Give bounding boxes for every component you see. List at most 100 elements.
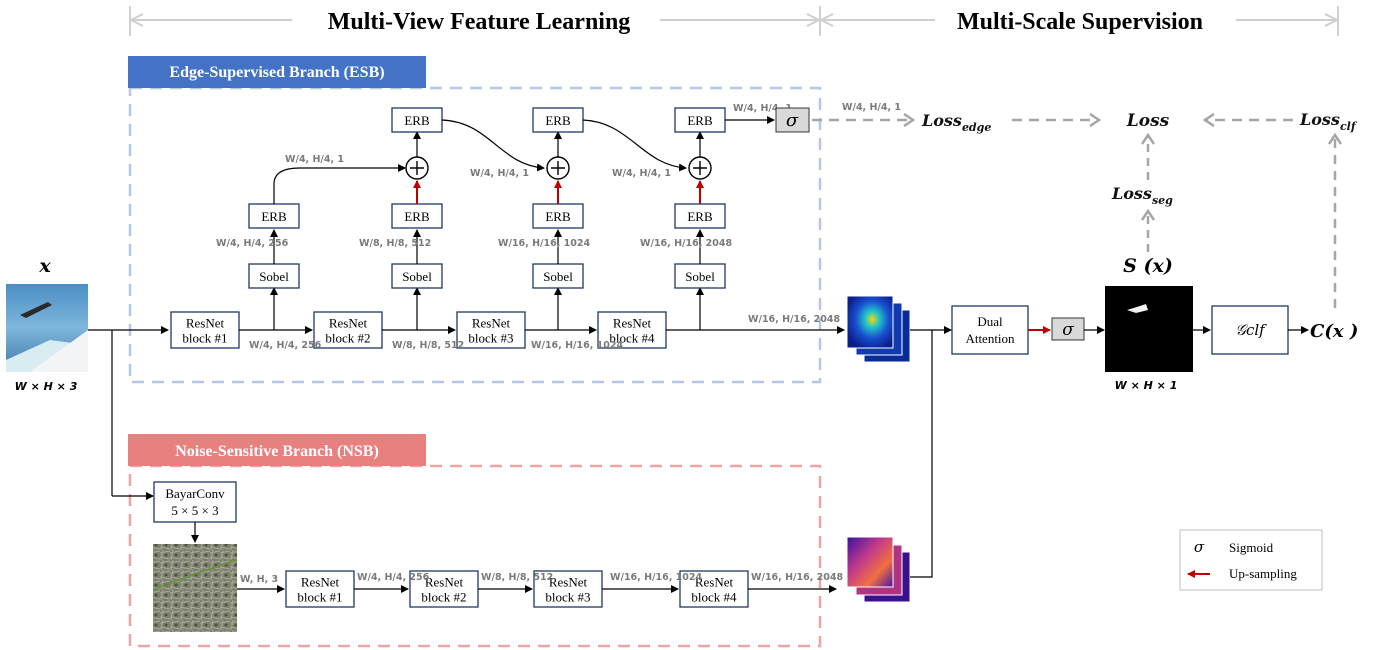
sum-node-plus xyxy=(693,161,707,175)
esb-dim-below-4: W/16, H/16, 2048 xyxy=(748,314,840,325)
header: Multi-View Feature Learning Multi-Scale … xyxy=(129,6,1339,36)
legend-sigmoid-label: Sigmoid xyxy=(1229,540,1274,555)
mask-output: S (x) W × H × 1 xyxy=(1105,255,1211,392)
legend: σ Sigmoid Up-sampling xyxy=(1179,529,1323,591)
nsb-resnet-block-3-label: ResNet xyxy=(549,575,588,590)
sobel-block-3-label: Sobel xyxy=(543,269,573,284)
nsb-resnet-block-1-label: ResNet xyxy=(301,575,340,590)
nsb-resnet-block-4-label: block #4 xyxy=(691,590,737,605)
esb-sigmoid-symbol: σ xyxy=(786,110,799,131)
esb-region: Edge-Supervised Branch (ESB) xyxy=(128,56,822,384)
erb-top-block-3-label: ERB xyxy=(687,113,713,128)
esb-dim-sobel-2: W/8, H/8, 512 xyxy=(359,238,431,249)
input-image: x W × H × 3 xyxy=(6,255,88,393)
erb-top1-to-plus2 xyxy=(441,119,545,172)
erb1-to-plus xyxy=(273,164,406,204)
nsb-dim-1: W/4, H/4, 256 xyxy=(357,572,430,583)
nsb-feature-maps xyxy=(846,536,911,603)
esb-resnet-block-3-label: block #3 xyxy=(468,331,513,346)
nsb-dim-3: W/16, H/16, 1024 xyxy=(610,572,702,583)
header-right-title: Multi-Scale Supervision xyxy=(957,9,1203,35)
nsb-dashed-box xyxy=(128,464,822,648)
esb-dim-below-3: W/16, H/16, 1024 xyxy=(531,340,623,351)
loss-labels: Lossedge Loss Lossseg Lossclf xyxy=(921,110,1358,207)
erb-block-4 xyxy=(674,203,726,229)
esb-title: Edge-Supervised Branch (ESB) xyxy=(169,64,384,81)
mask-image xyxy=(1105,286,1193,372)
nsb-resnet-block-1-label: block #1 xyxy=(297,590,342,605)
classifier: 𝒢clf C(x ) xyxy=(1211,305,1358,355)
erb-top-block-1-label: ERB xyxy=(404,113,430,128)
mask-symbol: S (x) xyxy=(1123,255,1173,277)
erb-block-3-label: ERB xyxy=(545,209,571,224)
nsb-resnet-block-2-label: block #2 xyxy=(421,590,466,605)
dual-attention: Dual Attention σ xyxy=(951,305,1105,355)
sum-node-plus xyxy=(551,161,565,175)
sobel-block-4-label: Sobel xyxy=(685,269,715,284)
nsb-dim-2: W/8, H/8, 512 xyxy=(481,572,553,583)
esb-resnet-block-2 xyxy=(313,311,383,349)
sum-node-plus xyxy=(410,161,424,175)
input-connectors xyxy=(88,326,169,500)
esb-dim-erb-2: W/4, H/4, 1 xyxy=(470,168,529,179)
input-symbol: x xyxy=(38,255,51,277)
erb-block-1-label: ERB xyxy=(261,209,287,224)
erb-top2-to-plus3 xyxy=(582,119,687,172)
nsb-resnet-block-2-label: ResNet xyxy=(425,575,464,590)
sobel-block-1-label: Sobel xyxy=(259,269,289,284)
sobel-block-2 xyxy=(391,263,443,289)
legend-upsampling-label: Up-sampling xyxy=(1229,566,1297,581)
esb-resnet-block-1 xyxy=(170,311,240,349)
esb-dim-sobel-4: W/16, H/16, 2048 xyxy=(640,238,732,249)
mask-shape: W × H × 1 xyxy=(1115,379,1178,392)
nsb-input-dim: W, H, 3 xyxy=(240,574,278,585)
nsb-resnet-block-3 xyxy=(533,570,603,608)
nsb-bayar: BayarConv 5 × 5 × 3 W, H, 3 xyxy=(152,481,285,632)
fusion-sigmoid-symbol: σ xyxy=(1062,320,1074,340)
esb-dim-erb-1: W/4, H/4, 1 xyxy=(285,154,344,165)
esb-feature-maps xyxy=(846,295,911,363)
nsb-resnet-block-3-label: block #3 xyxy=(545,590,590,605)
erb-top-block-2-label: ERB xyxy=(545,113,571,128)
erb-block-2-label: ERB xyxy=(404,209,430,224)
fusion-sigmoid-box xyxy=(1051,317,1085,341)
legend-box xyxy=(1179,529,1323,591)
esb-resnet-block-3-label: ResNet xyxy=(472,316,511,331)
classifier-block xyxy=(1211,305,1289,355)
bayarconv-size: 5 × 5 × 3 xyxy=(171,503,218,518)
loss-connectors xyxy=(812,120,1335,308)
esb-dim-erb-3: W/4, H/4, 1 xyxy=(612,168,671,179)
dual-attention-line2: Attention xyxy=(965,331,1015,346)
nsb-title-box xyxy=(128,434,426,466)
esb-dashed-box xyxy=(128,86,822,384)
input-shape: W × H × 3 xyxy=(15,380,78,393)
nsb-title: Noise-Sensitive Branch (NSB) xyxy=(175,443,379,460)
erb-block-4-label: ERB xyxy=(687,209,713,224)
esb-resnet-block-4-label: block #4 xyxy=(609,331,655,346)
loss-seg: Lossseg xyxy=(1111,184,1173,207)
esb-dim-below-1: W/4, H/4, 256 xyxy=(249,340,322,351)
esb-dim-sobel-1: W/4, H/4, 256 xyxy=(216,238,289,249)
bayarconv-label: BayarConv xyxy=(165,486,225,501)
noise-map-image xyxy=(153,544,237,632)
esb-dim-below-2: W/8, H/8, 512 xyxy=(392,340,464,351)
sobel-block-2-label: Sobel xyxy=(402,269,432,284)
loss-clf: Lossclf xyxy=(1299,110,1358,133)
esb-resnet-block-1-label: block #1 xyxy=(182,331,227,346)
nsb-resnet-block-4-label: ResNet xyxy=(695,575,734,590)
classifier-label: 𝒢clf xyxy=(1235,321,1267,339)
nsb-dim-4: W/16, H/16, 2048 xyxy=(751,572,843,583)
erb-block-3 xyxy=(532,203,584,229)
nsb-resnet-block-1 xyxy=(285,570,355,608)
nsb-resnet-block-2 xyxy=(409,570,479,608)
loss-total: Loss xyxy=(1126,111,1170,131)
nsb-region: Noise-Sensitive Branch (NSB) xyxy=(128,434,822,648)
fusion-connectors xyxy=(910,326,952,578)
dual-attention-block xyxy=(951,305,1029,355)
esb-title-box xyxy=(128,56,426,88)
esb-resnet-block-1-label: ResNet xyxy=(186,316,225,331)
esb-sigmoid-box xyxy=(775,107,810,133)
